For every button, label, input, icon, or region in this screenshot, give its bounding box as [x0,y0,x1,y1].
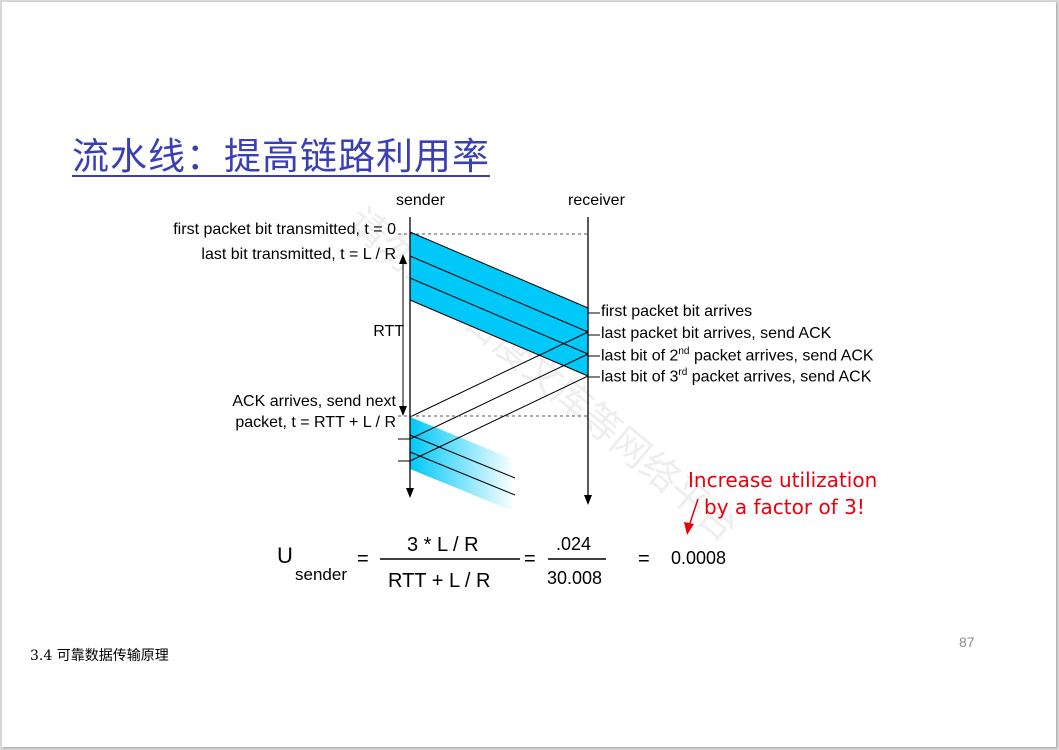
next-packets-fade [410,417,515,512]
formula-subscript: sender [295,565,347,584]
formula-result: 0.0008 [671,548,727,568]
formula-frac-den: 30.008 [547,568,603,588]
annotation-arrow [688,498,699,527]
ack-2 [409,353,589,440]
packet-3 [410,278,588,376]
rtt-label: RTT [373,323,404,340]
third-arrives-label: last bit of 3rd packet arrives, send ACK [601,367,872,386]
formula-u: U [277,543,293,568]
page-title: 流水线：提高链路利用率 [72,135,490,178]
annotation-line-1: Increase utilization [688,468,878,492]
sender-label: sender [396,192,445,209]
formula-eq-1: = [357,548,369,570]
formula-eq-2: = [524,548,536,570]
ack-arrives-label-2: packet, t = RTT + L / R [235,414,396,431]
ack-3 [409,375,589,462]
annotation-line-2: by a factor of 3! [704,495,865,519]
first-bit-label: first packet bit transmitted, t = 0 [173,221,396,238]
formula-numerator: 3 * L / R [407,534,479,556]
packet-1 [410,232,588,332]
second-arrives-label: last bit of 2nd packet arrives, send ACK [601,346,874,365]
formula-denominator: RTT + L / R [388,570,491,592]
first-arrives-label: first packet bit arrives [601,303,753,320]
footer-section: 3.4 可靠数据传输原理 [30,648,169,664]
packet-1-leading-edge [409,231,589,309]
formula-eq-3: = [638,548,650,570]
formula-frac-num: .024 [556,534,592,554]
ack-arrives-label-1: ACK arrives, send next [232,393,396,410]
ack-1 [409,331,589,418]
receiver-label: receiver [568,192,625,209]
page-number: 87 [959,634,975,650]
last-arrives-label: last packet bit arrives, send ACK [601,325,832,342]
packet-2 [410,256,588,354]
last-bit-label: last bit transmitted, t = L / R [201,246,396,263]
